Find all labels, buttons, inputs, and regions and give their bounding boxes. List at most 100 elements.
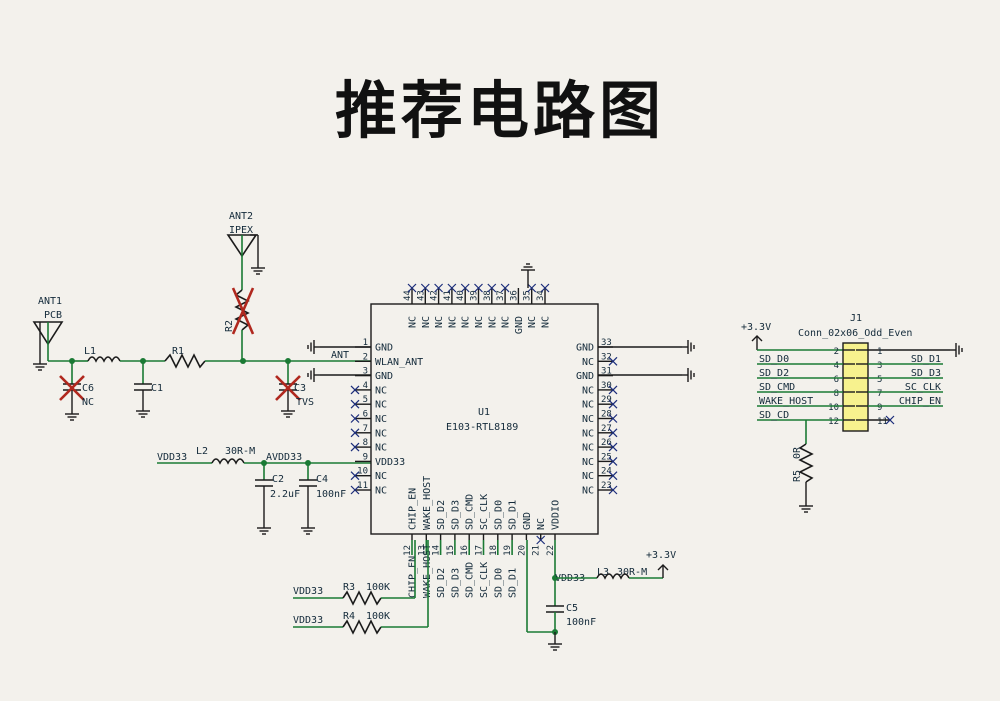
j1-net-label-left: SD_D2 <box>759 368 789 379</box>
c4-value: 100nF <box>316 489 346 500</box>
j1-net-label-right: SD_D3 <box>911 368 941 379</box>
u1-pin-name: NC <box>582 385 594 396</box>
u1-pin-number: 15 <box>446 545 456 556</box>
u1-pin-name: CHIP_EN <box>408 488 419 530</box>
bottom-net-label: SC_CLK <box>479 562 490 598</box>
u1-pin-name: GND <box>522 512 533 530</box>
u1-pin-number: 20 <box>517 545 527 556</box>
bottom-net-label: SD_D0 <box>493 568 504 598</box>
u1-pin-name: NC <box>375 428 387 439</box>
capacitor-c5: C5 100nF <box>546 603 596 651</box>
antenna-ant1: ANT1 PCB <box>32 296 64 371</box>
u1-pin-number: 8 <box>363 438 368 448</box>
inductor-l2: L2 30R-M <box>196 446 255 465</box>
u1-pin-number: 33 <box>601 338 612 348</box>
j1-net-label-right: CHIP_EN <box>899 396 941 407</box>
u1-pin-number: 34 <box>536 290 546 301</box>
u1-pin-name: NC <box>582 486 594 497</box>
c3-ref: C3 <box>294 383 306 394</box>
u1-pin-name: GND <box>514 316 525 334</box>
u1-pin-name: SD_D0 <box>493 500 504 530</box>
u1-pin-number: 11 <box>357 481 368 491</box>
j1-pin-number: 5 <box>877 375 882 385</box>
u1-pin-name: NC <box>474 316 485 328</box>
resistor-r5: R5 0R <box>792 420 814 513</box>
u1-pin-name: WAKE_HOST <box>422 476 433 530</box>
u1-pin-name: VDDIO <box>551 500 562 530</box>
u1-top-pins: 44NC43NC42NC41NC40NC39NC38NC37NC36GND35N… <box>403 283 552 334</box>
u1-pin-number: 13 <box>417 545 427 556</box>
r3-ref: R3 <box>343 582 355 593</box>
bottom-net-label: SD_D2 <box>436 568 447 598</box>
r4-net: VDD33 <box>293 615 323 626</box>
u1-value: E103-RTL8189 <box>446 422 518 433</box>
ant1-ref: ANT1 <box>38 296 62 307</box>
u1-pin-name: NC <box>582 443 594 454</box>
u1-pin-name: NC <box>501 316 512 328</box>
u1-pin-number: 32 <box>601 352 612 362</box>
c6-ref: C6 <box>82 383 94 394</box>
u1-pin-name: GND <box>375 371 393 382</box>
c1-ref: C1 <box>151 383 163 394</box>
u1-pin-number: 38 <box>483 290 493 301</box>
u1-pin-number: 41 <box>443 290 453 301</box>
r2-ref: R2 <box>224 320 235 332</box>
capacitor-c4: C4 100nF <box>299 463 346 535</box>
u1-pin-number: 7 <box>363 424 368 434</box>
u1-pin-number: 35 <box>523 290 533 301</box>
u1-pin-number: 14 <box>432 545 442 556</box>
u1-pin-name: NC <box>421 316 432 328</box>
capacitor-c6: C6 NC <box>59 361 94 421</box>
u1-pin-name: NC <box>461 316 472 328</box>
u1-pin-name: NC <box>434 316 445 328</box>
c5-value: 100nF <box>566 617 596 628</box>
l3-ref: L3 <box>597 567 609 578</box>
u1-pin-name: NC <box>375 443 387 454</box>
c4-ref: C4 <box>316 474 328 485</box>
j1-net-label-left: WAKE_HOST <box>759 396 813 407</box>
u1-pin-number: 18 <box>489 545 499 556</box>
u1-pin-number: 25 <box>601 452 612 462</box>
u1-pin-name: WLAN_ANT <box>375 357 423 368</box>
u1-pin-name: NC <box>375 471 387 482</box>
l2-ref: L2 <box>196 446 208 457</box>
u1-pin-number: 3 <box>363 367 368 377</box>
j1-pin-number: 2 <box>834 347 839 357</box>
j1-pin-number: 10 <box>828 403 839 413</box>
j1-pin-number: 12 <box>828 417 839 427</box>
j1-pin-number: 9 <box>877 403 882 413</box>
u1-pin-number: 1 <box>363 338 368 348</box>
u1-pin-name: SC_CLK <box>479 494 490 530</box>
j1-pin-number: 11 <box>877 417 888 427</box>
resistor-r3: VDD33 R3 100K <box>293 540 416 606</box>
u1-pin-name: GND <box>576 371 594 382</box>
u1-pin-number: 4 <box>363 381 368 391</box>
plus33-label: +3.3V <box>646 550 676 561</box>
j1-net-label-left: SD_D0 <box>759 354 789 365</box>
u1-pin-number: 22 <box>546 545 556 556</box>
u1-pin-number: 6 <box>363 410 368 420</box>
u1-right-pins: 33GND32NC31GND30NC29NC28NC27NC26NC25NC24… <box>576 338 618 497</box>
u1-pin-name: NC <box>582 457 594 468</box>
u1-pin-name: NC <box>582 357 594 368</box>
u1-pin-name: NC <box>582 471 594 482</box>
j1-body <box>842 342 869 432</box>
bottom-net-label: SD_D1 <box>508 568 519 598</box>
r4-value: 100K <box>366 611 390 622</box>
l1-ref: L1 <box>84 346 96 357</box>
u1-pin-number: 21 <box>532 545 542 556</box>
u1-pin-number: 44 <box>403 290 413 301</box>
r4-ref: R4 <box>343 611 355 622</box>
u1-pin-name: SD_D2 <box>436 500 447 530</box>
inductor-l3: L3 30R-M +3.3V <box>596 550 676 580</box>
r1-ref: R1 <box>172 346 184 357</box>
u1-pin-number: 37 <box>496 290 506 301</box>
u1-pin-number: 12 <box>403 545 413 556</box>
u1-pin-name: NC <box>582 414 594 425</box>
u1-pin-name: VDD33 <box>375 457 405 468</box>
j1-pin-number: 8 <box>834 389 839 399</box>
r5-ref: R5 <box>792 470 803 482</box>
u1-pin-number: 17 <box>475 545 485 556</box>
j1-value: Conn_02x06_Odd_Even <box>798 328 912 339</box>
